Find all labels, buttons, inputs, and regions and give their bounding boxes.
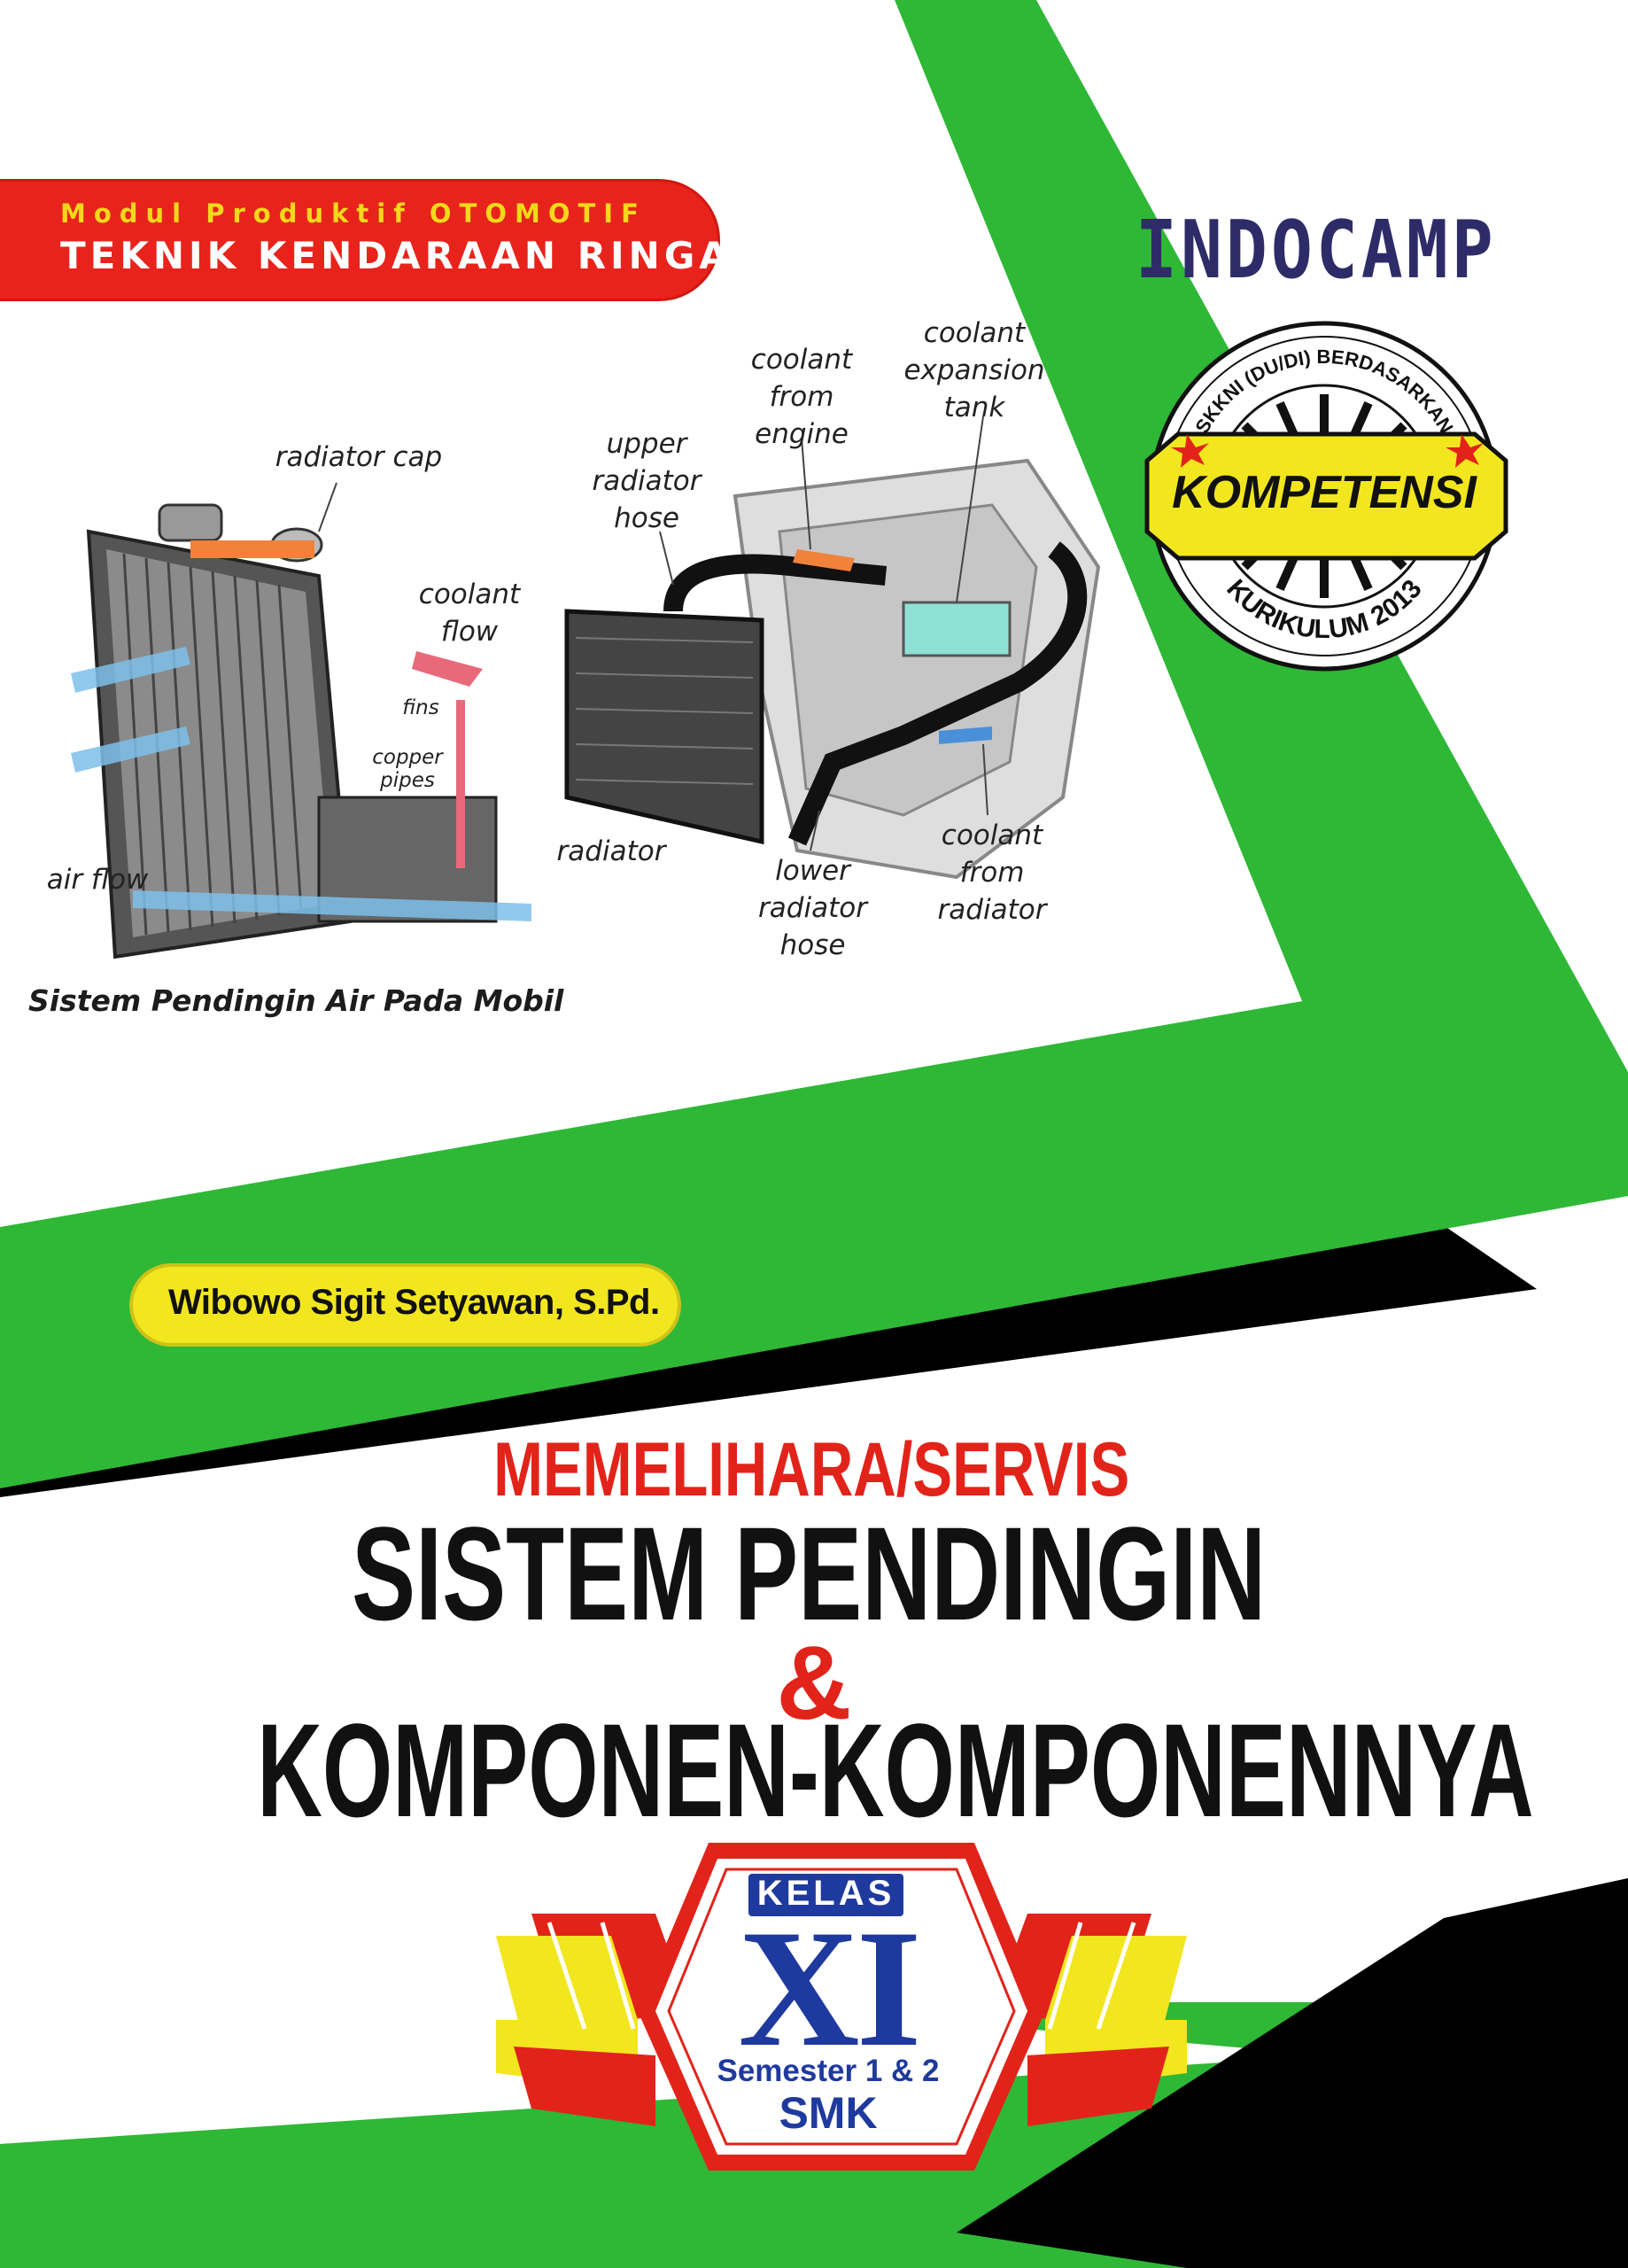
label-coolant-from-radiator: coolant from radiator (937, 819, 1047, 926)
seal-top-text: SKKNI (DU/DI) BERDASARKAN (1190, 346, 1457, 437)
grade-kelas-label: KELAS (756, 1874, 895, 1913)
label-coolant-flow: coolant flow (418, 579, 521, 648)
label-radiator: radiator (556, 835, 666, 867)
grade-badge-hexagon (638, 1843, 1045, 2171)
publisher-logo: INDOCAMP (1136, 205, 1497, 297)
author-name: Wibowo Sigit Setyawan, S.Pd. (168, 1283, 660, 1322)
seal-text: SKKNI (DU/DI) BERDASARKAN KURIKULUM 2013… (1172, 346, 1477, 644)
author-banner (133, 1267, 678, 1343)
seal-bottom-text: KURIKULUM 2013 (1221, 574, 1427, 644)
grade-semester: Semester 1 & 2 (717, 2054, 940, 2088)
diagram-caption: Sistem Pendingin Air Pada Mobil (28, 983, 564, 1018)
black-wedge-bottom (957, 1878, 1628, 2268)
label-copper-pipes: copper pipes (372, 746, 443, 792)
series-banner (0, 182, 717, 299)
grade-number: XI (738, 1896, 921, 2082)
label-radiator-cap: radiator cap (275, 441, 443, 473)
radiator-illustration (71, 503, 531, 959)
label-lower-radiator-hose: lower radiator hose (758, 855, 867, 961)
grade-school: SMK (779, 2088, 878, 2138)
title-line3: KOMPONEN-KOMPONENNYA (257, 1696, 1534, 1845)
seal-banner-text: KOMPETENSI (1172, 467, 1477, 518)
label-coolant-expansion-tank: coolant expansion tank (903, 317, 1045, 423)
series-title: TEKNIK KENDARAAN RINGAN (60, 234, 768, 277)
title-line2: SISTEM PENDINGIN (352, 1499, 1267, 1648)
label-coolant-from-engine: coolant from engine (750, 344, 853, 450)
series-subtitle: Modul Produktif OTOMOTIF (60, 198, 647, 229)
label-fins: fins (402, 696, 439, 719)
label-air-flow: air flow (46, 864, 149, 896)
kompetensi-seal (1144, 321, 1508, 672)
title-line1: MEMELIHARA/SERVIS (493, 1427, 1130, 1512)
engine-illustration (564, 458, 1101, 880)
label-upper-radiator-hose: upper radiator hose (592, 428, 702, 534)
title-ampersand: & (776, 1625, 852, 1742)
